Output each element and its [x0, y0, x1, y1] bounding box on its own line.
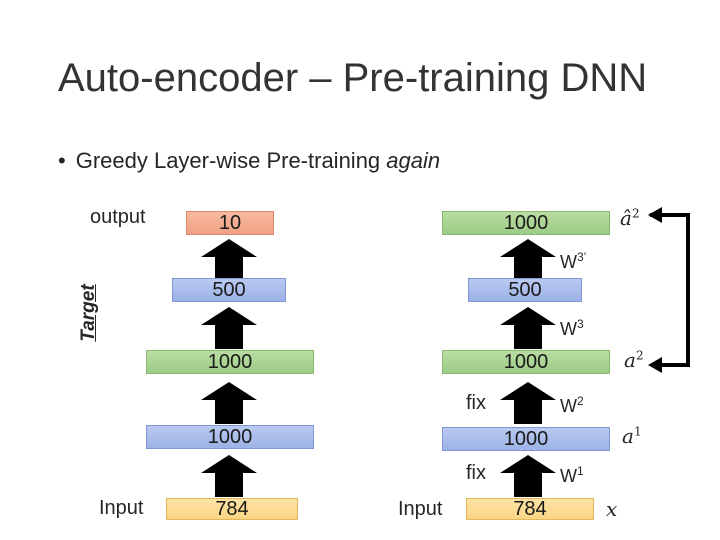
- x-symbol: x: [606, 497, 618, 521]
- comparison-bracket: [648, 207, 690, 373]
- a2-symbol: a2: [624, 348, 644, 372]
- right-arrow-w3: [500, 307, 556, 349]
- bullet-dot: •: [58, 148, 66, 173]
- left-input-label: Input: [99, 497, 144, 519]
- right-reconstruction-layer: 1000: [442, 211, 610, 235]
- w3-label: W3: [560, 317, 584, 339]
- right-reconstruction-layer-size: 1000: [503, 211, 549, 234]
- left-input-layer: 784: [166, 498, 298, 520]
- bullet-text: Greedy Layer-wise Pre-training: [75, 148, 381, 173]
- a1-symbol: a1: [622, 424, 642, 448]
- right-hidden1-layer: 1000: [442, 427, 610, 451]
- right-hidden2-layer-size: 1000: [503, 350, 549, 373]
- right-arrow-w1: [500, 455, 556, 497]
- left-arrow-3: [201, 307, 257, 349]
- left-hidden1-layer: 1000: [146, 425, 314, 449]
- fix-label-upper: fix: [466, 392, 486, 414]
- left-output-layer-size: 10: [218, 211, 242, 234]
- a2-hat-symbol: â2: [620, 206, 640, 230]
- left-input-layer-size: 784: [215, 497, 249, 520]
- right-input-label: Input: [398, 498, 443, 520]
- left-hidden3-layer-size: 500: [212, 278, 246, 301]
- left-output-layer: 10: [186, 211, 274, 235]
- left-hidden1-layer-size: 1000: [207, 425, 253, 448]
- w3-prime-label: W3’: [560, 250, 587, 272]
- bullet-emphasis: again: [386, 148, 441, 173]
- left-arrow-1: [201, 455, 257, 497]
- w1-label: W1: [560, 464, 584, 486]
- target-label: Target: [78, 284, 99, 342]
- right-arrow-w3prime: [500, 239, 556, 281]
- right-input-layer-size: 784: [513, 497, 547, 520]
- left-hidden3-layer: 500: [172, 278, 286, 302]
- slide-title: Auto-encoder – Pre-training DNN: [58, 56, 648, 100]
- right-hidden3-layer: 500: [468, 278, 582, 302]
- right-arrow-w2: [500, 382, 556, 424]
- bullet-item: • Greedy Layer-wise Pre-training again: [58, 148, 440, 174]
- left-hidden2-layer: 1000: [146, 350, 314, 374]
- w2-label: W2: [560, 394, 584, 416]
- fix-label-lower: fix: [466, 462, 486, 484]
- right-hidden3-layer-size: 500: [508, 278, 542, 301]
- left-hidden2-layer-size: 1000: [207, 350, 253, 373]
- right-input-layer: 784: [466, 498, 594, 520]
- left-arrow-2: [201, 382, 257, 424]
- right-hidden2-layer: 1000: [442, 350, 610, 374]
- right-hidden1-layer-size: 1000: [503, 427, 549, 450]
- output-label: output: [90, 206, 146, 228]
- left-arrow-4: [201, 239, 257, 281]
